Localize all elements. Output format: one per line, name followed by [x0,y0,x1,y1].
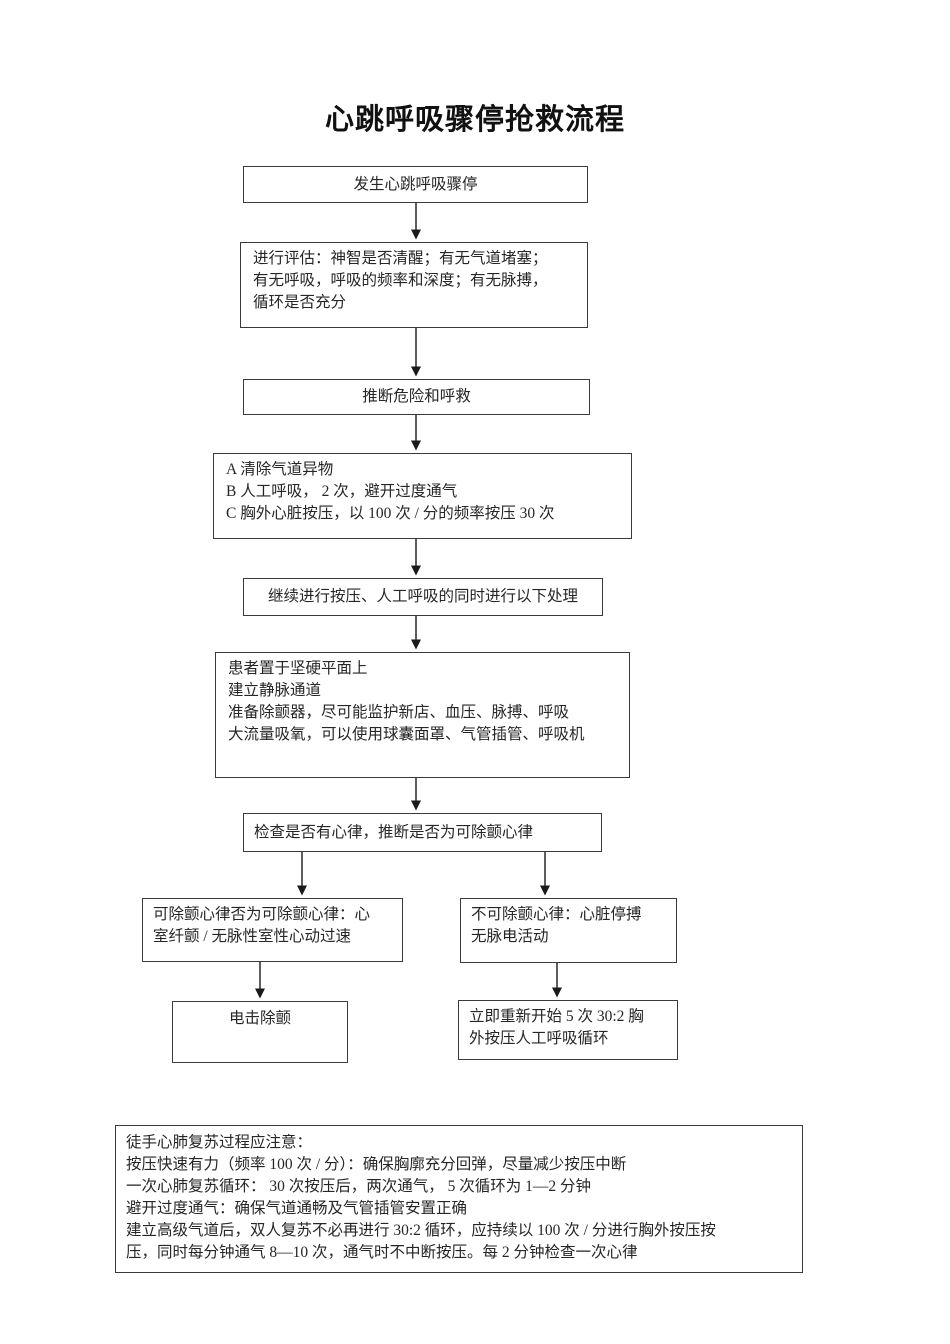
node-prepare-line: 建立静脉通道 [228,682,322,699]
node-defibrillate-text: 电击除颤 [228,1010,291,1027]
notes-line: 建立高级气道后，双人复苏不必再进行 30:2 循环，应持续以 100 次 / 分… [126,1222,716,1239]
node-restart-cpr: 立即重新开始 5 次 30:2 胸 外按压人工呼吸循环 [458,1000,678,1060]
node-prepare-line: 准备除颤器，尽可能监护新店、血压、脉搏、呼吸 [228,704,570,721]
node-restart-cpr-line: 立即重新开始 5 次 30:2 胸 [469,1008,644,1025]
node-non-shockable-line: 不可除颤心律：心脏停搏 [471,906,642,923]
node-assess-line: 进行评估：神智是否清醒；有无气道堵塞； [253,250,548,267]
node-abc-line: C 胸外心脏按压，以 100 次 / 分的频率按压 30 次 [226,505,555,522]
notes-line: 压，同时每分钟通气 8—10 次，通气时不中断按压。每 2 分钟检查一次心律 [126,1244,638,1261]
node-start-text: 发生心跳呼吸骤停 [353,175,478,193]
node-judge-call-text: 推断危险和呼救 [362,388,471,405]
notes-line: 按压快速有力（频率 100 次 / 分）：确保胸廓充分回弹，尽量减少按压中断 [126,1156,627,1173]
node-abc-line: B 人工呼吸， 2 次，避开过度通气 [226,483,458,500]
node-start: 发生心跳呼吸骤停 [243,166,588,203]
node-restart-cpr-line: 外按压人工呼吸循环 [469,1030,609,1047]
node-judge-call: 推断危险和呼救 [243,379,590,415]
notes-box: 徒手心肺复苏过程应注意： 按压快速有力（频率 100 次 / 分）：确保胸廓充分… [115,1125,803,1273]
node-non-shockable: 不可除颤心律：心脏停搏 无脉电活动 [460,898,677,963]
node-prepare-line: 大流量吸氧，可以使用球囊面罩、气管插管、呼吸机 [228,726,585,743]
node-prepare: 患者置于坚硬平面上 建立静脉通道 准备除颤器，尽可能监护新店、血压、脉搏、呼吸 … [215,652,630,778]
node-assess: 进行评估：神智是否清醒；有无气道堵塞； 有无呼吸，呼吸的频率和深度；有无脉搏， … [240,242,588,328]
node-abc-line: A 清除气道异物 [226,461,334,478]
node-assess-line: 有无呼吸，呼吸的频率和深度；有无脉搏， [253,272,548,289]
node-check-rhythm-text: 检查是否有心律，推断是否为可除颤心律 [254,823,534,841]
notes-line: 一次心肺复苏循环： 30 次按压后，两次通气， 5 次循环为 1—2 分钟 [126,1178,592,1195]
page-title: 心跳呼吸骤停抢救流程 [324,104,625,136]
node-check-rhythm: 检查是否有心律，推断是否为可除颤心律 [243,813,602,852]
node-abc: A 清除气道异物 B 人工呼吸， 2 次，避开过度通气 C 胸外心脏按压，以 1… [213,453,632,539]
node-assess-line: 循环是否充分 [253,294,347,311]
node-defibrillate: 电击除颤 [172,1001,348,1063]
node-shockable-line: 室纤颤 / 无脉性室性心动过速 [153,928,352,945]
node-shockable: 可除颤心律否为可除颤心律：心 室纤颤 / 无脉性室性心动过速 [142,898,403,962]
notes-line: 避开过度通气：确保气道通畅及气管插管安置正确 [126,1200,468,1217]
node-continue-cpr-text: 继续进行按压、人工呼吸的同时进行以下处理 [267,588,578,605]
node-prepare-line: 患者置于坚硬平面上 [228,660,368,677]
node-shockable-line: 可除颤心律否为可除颤心律：心 [153,906,371,923]
node-continue-cpr: 继续进行按压、人工呼吸的同时进行以下处理 [243,578,603,616]
notes-line: 徒手心肺复苏过程应注意： [126,1134,313,1151]
node-non-shockable-line: 无脉电活动 [471,928,549,945]
